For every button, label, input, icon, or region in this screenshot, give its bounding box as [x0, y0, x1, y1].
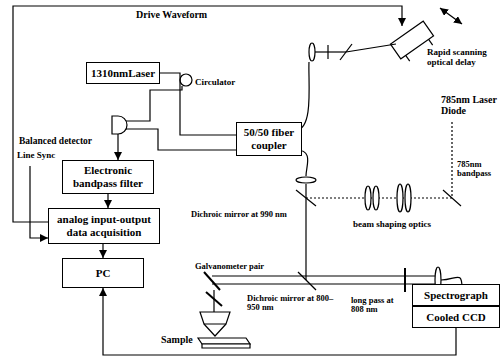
laser-box: 1310nmLaser: [86, 62, 160, 84]
part-name: Galvanometer pair: [194, 262, 265, 271]
reference-beam: [346, 44, 396, 52]
part-name: 785nm Laser Diode: [440, 94, 502, 116]
detector-output: [117, 134, 118, 160]
drive-waveform-line: [13, 6, 402, 222]
box-text: Electronic bandpass filter: [66, 164, 150, 189]
spectrograph-box: Spectrograph: [412, 284, 500, 306]
part-name: Balanced detector: [18, 136, 93, 146]
signal-name: Line Sync: [16, 151, 56, 161]
connector: [103, 288, 456, 355]
galvo-beam: [212, 275, 436, 276]
pc-box: PC: [62, 258, 144, 288]
shaping-lens: [397, 184, 403, 212]
shaping-lens: [373, 186, 379, 210]
part-name: 785nm bandpass: [456, 160, 502, 179]
connector: [107, 194, 108, 208]
shaping-lens: [365, 186, 371, 210]
coupler-box: 50/50 fiber coupler: [236, 122, 302, 156]
galvo-beam: [212, 283, 436, 284]
reference-beam: [315, 51, 346, 52]
collimating-lens: [296, 177, 316, 183]
daq-box: analog input-output data acquisition: [48, 208, 160, 244]
scan-direction: [440, 8, 462, 24]
long-pass-filter: [404, 268, 406, 292]
galvo-beam: [213, 290, 214, 312]
box-text: analog input-output data acquisition: [52, 213, 156, 238]
balanced-detector-symbol: [112, 116, 127, 134]
dichroic-mirror: [298, 272, 316, 290]
connector: [160, 73, 236, 135]
galvo-mirror: [204, 272, 220, 290]
objective-lens: [200, 312, 230, 324]
part-name: Circulator: [194, 78, 236, 88]
box-text: 50/50 fiber coupler: [240, 126, 298, 151]
bandpass-mirror: [443, 190, 461, 206]
reference-lens: [309, 43, 315, 61]
reference-fiber: [296, 62, 309, 130]
part-name: Dichroic mirror at 800–950 nm: [246, 294, 344, 313]
box-text: Spectrograph: [424, 289, 488, 302]
part-name: beam shaping optics: [352, 220, 432, 230]
box-text: Cooled CCD: [426, 311, 486, 324]
filter-box: Electronic bandpass filter: [62, 160, 154, 194]
focused-beam: [204, 324, 226, 336]
part-name: Sample: [160, 334, 194, 345]
line-sync-line: [30, 166, 48, 238]
box-text: PC: [96, 267, 111, 280]
reference-filter: [327, 45, 328, 59]
shaping-lens: [405, 184, 411, 212]
circulator-loop: [180, 74, 192, 86]
signal-name: Drive Waveform: [135, 9, 208, 20]
raman-excitation-beam: [306, 120, 452, 198]
part-name: long pass at 808 nm: [350, 296, 406, 315]
box-text: 1310nmLaser: [91, 67, 155, 80]
ccd-box: Cooled CCD: [412, 306, 500, 328]
detector-fiber: [125, 129, 240, 150]
part-name: Rapid scanning optical delay: [426, 48, 502, 68]
detector-fiber: [126, 86, 182, 121]
part-name: Dichroic mirror at 990 nm: [190, 210, 288, 219]
sample-block: [198, 338, 250, 348]
connector: [102, 244, 103, 258]
